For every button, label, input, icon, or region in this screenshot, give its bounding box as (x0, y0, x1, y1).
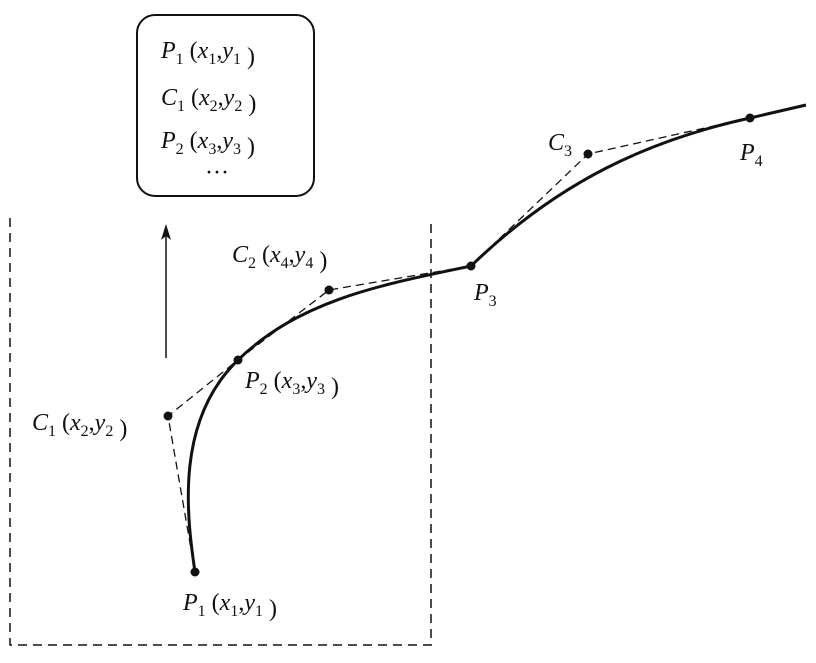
bezier-curve (186, 103, 807, 573)
label-c1: C1 (x2,y2 ) (32, 410, 127, 442)
point-p3 (466, 261, 476, 271)
upward-arrow-head (161, 224, 171, 240)
label-p1: P1 (x1,y1 ) (182, 590, 277, 622)
label-c2: C2 (x4,y4 ) (232, 242, 327, 274)
label-p2: P2 (x3,y3 ) (244, 368, 339, 400)
box-line-3: P2 (x3,y3 ) (160, 128, 255, 160)
label-p3: P3 (473, 280, 497, 310)
box-line-2: C1 (x2,y2 ) (161, 85, 256, 117)
label-c3: C3 (548, 130, 572, 160)
box-line-1: P1 (x1,y1 ) (160, 38, 255, 70)
dashed-selection-region (9, 218, 432, 646)
point-c3 (583, 149, 593, 159)
point-p1 (190, 567, 200, 577)
coordinate-list-box (136, 14, 315, 197)
point-c1 (163, 411, 173, 421)
point-c2 (324, 285, 334, 295)
label-p4: P4 (739, 140, 763, 170)
box-ellipsis: ··· (205, 160, 229, 186)
point-p4 (745, 113, 755, 123)
point-p2 (233, 355, 243, 365)
